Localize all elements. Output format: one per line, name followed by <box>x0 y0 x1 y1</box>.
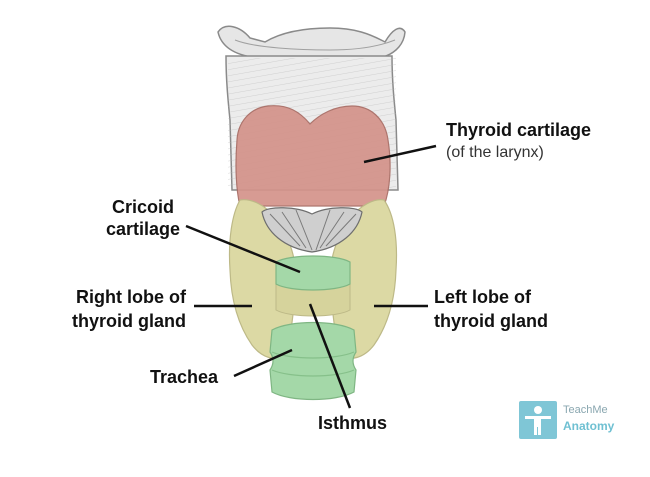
thyroid-cartilage-shape <box>235 105 391 207</box>
cricoid-label-line1: Cricoid <box>111 197 174 217</box>
leader-cricoid <box>185 224 301 274</box>
right-lobe-label-line2: thyroid gland <box>72 311 186 331</box>
thyroid-cartilage-sublabel: (of the larynx) <box>446 144 544 161</box>
cricoid-cartilage-shape <box>275 255 351 291</box>
trachea-shape <box>269 321 357 401</box>
cricoid-label-line2: cartilage <box>105 219 181 239</box>
leader-trachea <box>233 348 293 378</box>
right-lobe-label-line1: Right lobe of <box>76 287 186 307</box>
left-lobe-label-line1: Left lobe of <box>434 287 531 307</box>
logo-text-line1: TeachMe <box>563 404 608 416</box>
logo-figure-icon <box>519 401 557 439</box>
thyroid-cartilage-label: Thyroid cartilage <box>446 120 592 140</box>
leader-thyroid-cartilage <box>363 144 437 164</box>
teachme-logo: TeachMe Anatomy <box>519 401 629 439</box>
left-lobe-label-line2: thyroid gland <box>434 311 548 331</box>
logo-text-line2: Anatomy <box>563 419 615 433</box>
leader-isthmus <box>308 303 352 409</box>
isthmus-label: Isthmus <box>318 413 388 433</box>
trachea-label: Trachea <box>150 367 219 387</box>
